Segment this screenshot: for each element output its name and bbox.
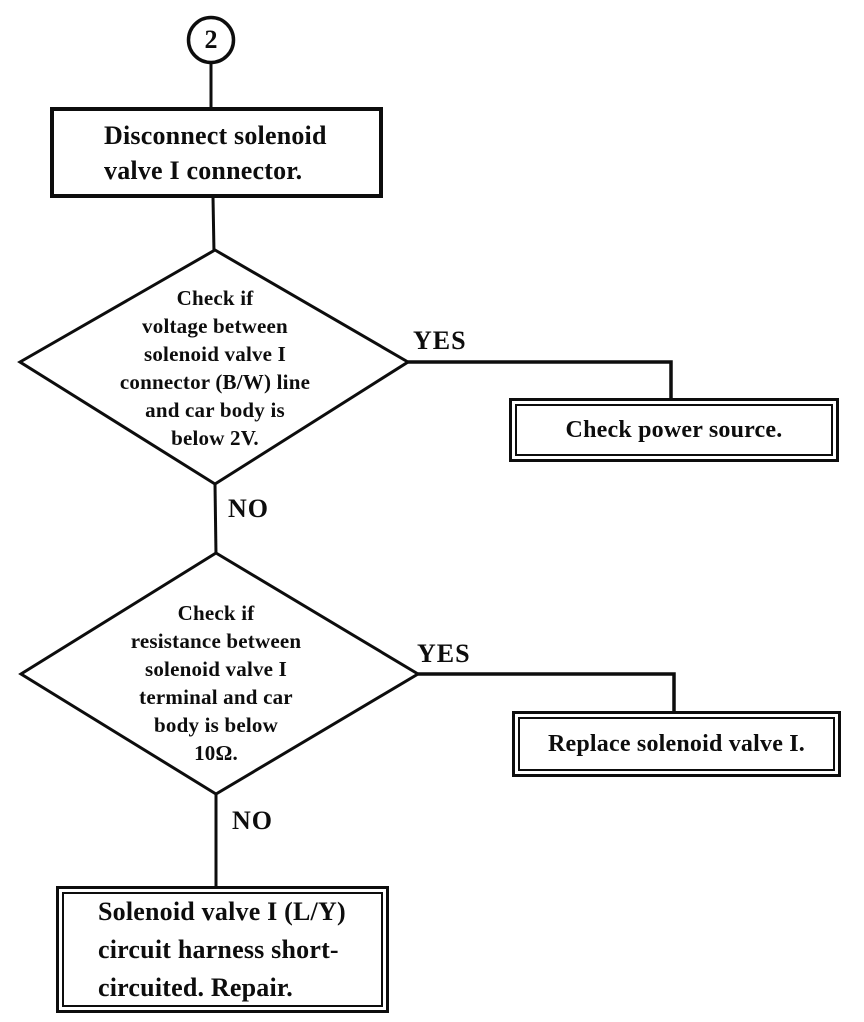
terminal-box-harness-repair-inner: Solenoid valve I (L/Y) circuit harness s… xyxy=(62,892,383,1007)
terminal-box-replace-solenoid-valve: Replace solenoid valve I. xyxy=(512,711,841,777)
decision-1-no-label: NO xyxy=(228,494,269,523)
terminal-box-check-power-source-inner: Check power source. xyxy=(515,404,833,456)
decision-1-text: Check if voltage between solenoid valve … xyxy=(119,286,311,450)
edge-step1-to-decision1 xyxy=(211,196,216,254)
entry-connector-number: 2 xyxy=(204,25,218,54)
decision-2-no-label: NO xyxy=(232,806,273,835)
decision-1-yes-label: YES xyxy=(413,326,467,355)
terminal-box-check-power-source: Check power source. xyxy=(509,398,839,462)
terminal-box-harness-repair-text: Solenoid valve I (L/Y) circuit harness s… xyxy=(98,896,346,1002)
process-box-disconnect: Disconnect solenoid valve I connector. xyxy=(50,107,383,198)
terminal-box-replace-solenoid-valve-text: Replace solenoid valve I. xyxy=(548,730,805,757)
edge-decision1-no xyxy=(213,483,218,556)
edge-decision2-yes xyxy=(418,672,676,713)
terminal-box-check-power-source-text: Check power source. xyxy=(565,416,783,443)
decision-2-yes-label: YES xyxy=(417,639,471,668)
edge-decision1-yes xyxy=(408,360,673,400)
terminal-box-harness-repair: Solenoid valve I (L/Y) circuit harness s… xyxy=(56,886,389,1013)
terminal-box-replace-solenoid-valve-inner: Replace solenoid valve I. xyxy=(518,717,835,771)
process-box-disconnect-text: Disconnect solenoid valve I connector. xyxy=(104,120,327,185)
decision-2-text: Check if resistance between solenoid val… xyxy=(130,601,302,765)
